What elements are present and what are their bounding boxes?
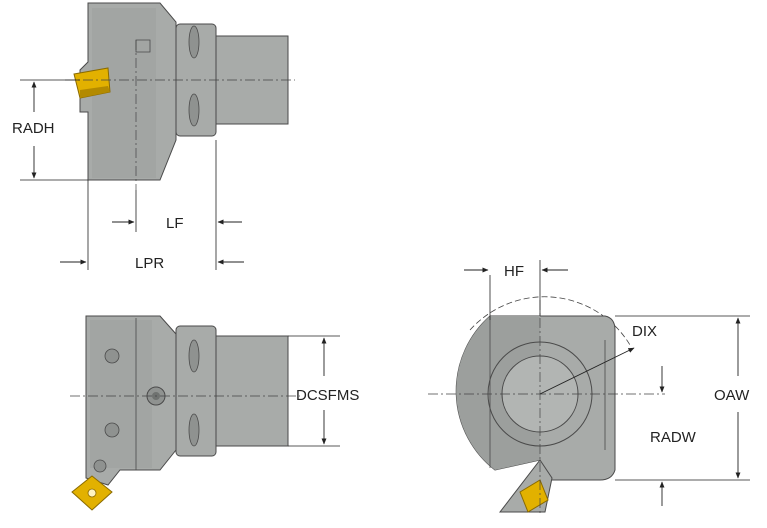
front-shank [212,335,289,447]
top-slot [188,93,200,127]
front-slot [188,413,200,447]
front-view: DCSFMS [70,315,359,511]
dim-label-lf: LF [166,215,184,232]
dim-label-dcsfms: DCSFMS [296,387,359,404]
front-slot [188,339,200,373]
screw-hole [104,348,120,364]
screw-hole [104,422,120,438]
dim-label-oaw: OAW [714,387,750,404]
top-slot [188,25,200,59]
dim-label-radh: RADH [12,120,55,137]
end-insert [519,479,549,513]
dim-label-hf: HF [504,263,524,280]
end-view: DIX HF OAW RADW [428,260,750,516]
top-view: RADH LF LPR [12,2,295,272]
dim-label-dix: DIX [632,323,657,340]
dim-label-lpr: LPR [135,255,164,272]
swing-arc [469,296,631,346]
dim-label-radw: RADW [650,429,697,446]
